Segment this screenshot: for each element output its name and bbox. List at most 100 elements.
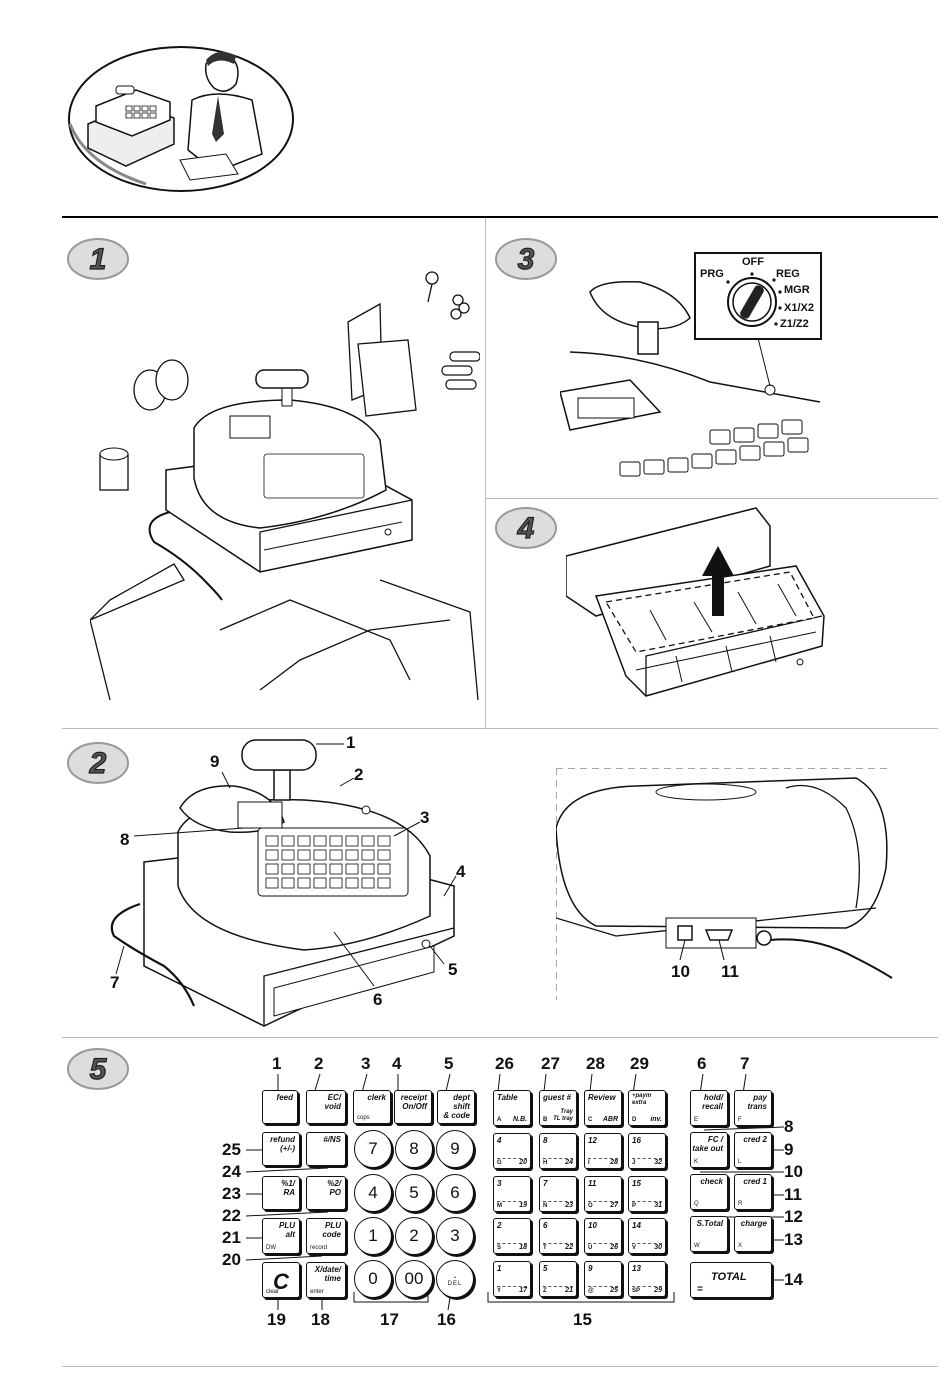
- intro-illustration: [66, 44, 296, 194]
- key-callout-26: 26: [495, 1054, 514, 1073]
- key-switch-detail: PRG OFF REG MGR X1/X2 Z1/Z2: [694, 252, 822, 340]
- step-badge-2: 2: [66, 740, 130, 786]
- digit-3-key[interactable]: 3: [436, 1217, 474, 1255]
- key-callout-2: 2: [314, 1054, 324, 1073]
- port-callout-10: 10: [671, 962, 690, 981]
- step-badge-1: 1: [66, 236, 130, 282]
- part-callout-2: 2: [354, 765, 364, 784]
- divider-vertical: [485, 218, 486, 728]
- part-callout-6: 6: [373, 990, 383, 1009]
- decimal-del-key[interactable]: . DEL: [436, 1260, 474, 1298]
- key-callout-7: 7: [740, 1054, 750, 1073]
- port-callout-11: 11: [721, 962, 739, 981]
- digit-9-key[interactable]: 9: [436, 1130, 474, 1168]
- key-callout-19: 19: [267, 1310, 286, 1329]
- key-callout-6: 6: [697, 1054, 707, 1073]
- dept-shift-key[interactable]: dept shift & code: [437, 1090, 475, 1124]
- digit-4-key[interactable]: 4: [354, 1174, 392, 1212]
- key-callout-15: 15: [573, 1310, 592, 1329]
- digit-7-key[interactable]: 7: [354, 1130, 392, 1168]
- divider-row3: [62, 1037, 938, 1038]
- cash-drawer-illustration: [565, 506, 836, 720]
- key-callout-27: 27: [541, 1054, 560, 1073]
- digit-6-key[interactable]: 6: [436, 1174, 474, 1212]
- part-callout-1: 1: [346, 733, 356, 752]
- refund-key[interactable]: refund (+/-): [262, 1132, 300, 1166]
- part-callout-3: 3: [420, 808, 430, 827]
- digit-5-key[interactable]: 5: [395, 1174, 433, 1212]
- switch-pos-reg: REG: [776, 268, 800, 280]
- key-callout-21: 21: [222, 1228, 241, 1247]
- digit-0-key[interactable]: 0: [354, 1260, 392, 1298]
- divider-bottom: [62, 1366, 938, 1367]
- key-callout-12: 12: [784, 1207, 803, 1226]
- key-callout-3: 3: [361, 1054, 371, 1073]
- step-number: 2: [89, 747, 107, 780]
- key-callout-28: 28: [586, 1054, 605, 1073]
- digit-2-key[interactable]: 2: [395, 1217, 433, 1255]
- key-callout-8: 8: [784, 1117, 794, 1136]
- key-callout-29: 29: [630, 1054, 649, 1073]
- rear-ports-illustration: [555, 767, 896, 1000]
- step-number: 3: [518, 243, 535, 276]
- digit-8-key[interactable]: 8: [395, 1130, 433, 1168]
- digit-00-key[interactable]: 00: [395, 1260, 433, 1298]
- top-divider: [62, 216, 938, 218]
- pct1-ra-key[interactable]: %1/ RA: [262, 1176, 300, 1210]
- del-label: DEL: [447, 1281, 463, 1287]
- ns-key[interactable]: #/NS: [306, 1132, 346, 1166]
- key-callout-20: 20: [222, 1250, 241, 1269]
- feed-key[interactable]: feed: [262, 1090, 298, 1124]
- dept-key-9[interactable]: 9@25: [584, 1261, 622, 1297]
- part-callout-7: 7: [110, 973, 120, 992]
- pct2-po-key[interactable]: %2/ PO: [306, 1176, 346, 1210]
- receipt-onoff-key[interactable]: receipt On/Off: [394, 1090, 432, 1124]
- key-callout-10: 10: [784, 1162, 803, 1181]
- key-callout-22: 22: [222, 1206, 241, 1225]
- key-callout-23: 23: [222, 1184, 241, 1203]
- ec-void-key[interactable]: EC/ void: [306, 1090, 346, 1124]
- key-callout-18: 18: [311, 1310, 330, 1329]
- step-number: 1: [90, 243, 107, 276]
- key-callout-1: 1: [272, 1054, 282, 1073]
- digit-1-key[interactable]: 1: [354, 1217, 392, 1255]
- key-callout-5: 5: [444, 1054, 454, 1073]
- key-callout-14: 14: [784, 1270, 803, 1289]
- total-key[interactable]: TOTAL =: [690, 1262, 772, 1298]
- step-badge-5: 5: [66, 1046, 130, 1092]
- key-callout-13: 13: [784, 1230, 803, 1249]
- step-number: 5: [90, 1053, 108, 1086]
